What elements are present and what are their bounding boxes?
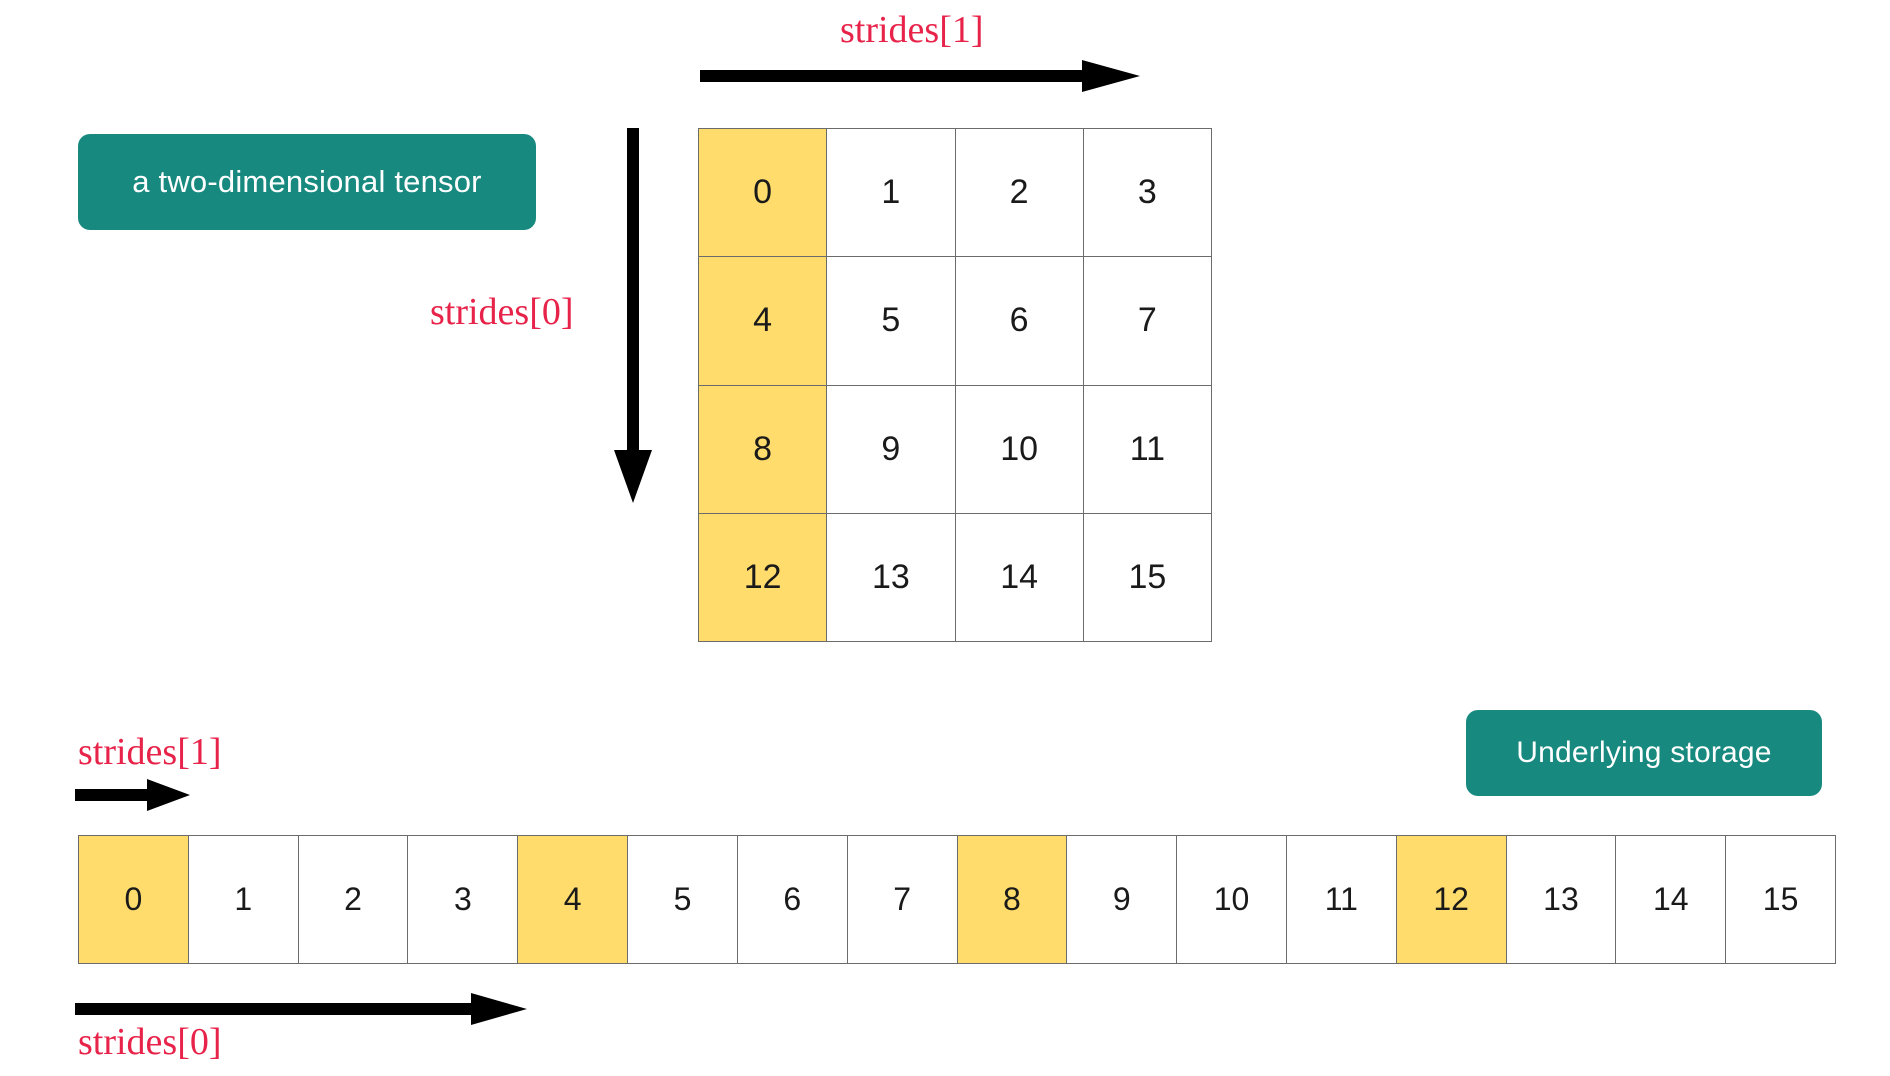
storage-cell-11: 11 [1286, 836, 1396, 963]
strides1-top-label: strides[1] [840, 9, 984, 51]
grid-cell-r2-c1: 9 [827, 385, 955, 513]
grid-cell-r0-c1: 1 [827, 129, 955, 257]
strides1-bottom-label: strides[1] [78, 731, 222, 773]
grid-cell-r3-c0: 12 [699, 513, 827, 641]
storage-cell-7: 7 [847, 836, 957, 963]
grid-cell-r1-c1: 5 [827, 257, 955, 385]
grid-cell-r1-c3: 7 [1083, 257, 1211, 385]
grid-cell-r2-c0: 8 [699, 385, 827, 513]
storage-label-badge: Underlying storage [1466, 710, 1822, 796]
grid-cell-r3-c3: 15 [1083, 513, 1211, 641]
storage-cell-0: 0 [79, 836, 188, 963]
storage-cell-12: 12 [1396, 836, 1506, 963]
storage-cell-15: 15 [1726, 836, 1835, 963]
storage-cell-4: 4 [518, 836, 628, 963]
grid-cell-r2-c3: 11 [1083, 385, 1211, 513]
grid-cell-r1-c2: 6 [955, 257, 1083, 385]
arrow-down-icon [614, 128, 652, 503]
grid-cell-r3-c2: 14 [955, 513, 1083, 641]
arrow-right-long-icon [75, 993, 527, 1025]
storage-cell-5: 5 [628, 836, 737, 963]
storage-cell-6: 6 [737, 836, 847, 963]
grid-cell-r1-c0: 4 [699, 257, 827, 385]
arrow-right-small-icon [75, 779, 190, 811]
grid-cell-r0-c2: 2 [955, 129, 1083, 257]
storage-cell-9: 9 [1067, 836, 1177, 963]
strides0-left-label: strides[0] [430, 291, 574, 333]
grid-cell-r0-c0: 0 [699, 129, 827, 257]
arrow-right-icon [700, 60, 1140, 92]
storage-cell-3: 3 [408, 836, 518, 963]
storage-cell-1: 1 [188, 836, 298, 963]
storage-cell-10: 10 [1177, 836, 1286, 963]
storage-cell-2: 2 [298, 836, 408, 963]
tensor-label-badge: a two-dimensional tensor [78, 134, 536, 230]
storage-cell-8: 8 [957, 836, 1067, 963]
grid-cell-r2-c2: 10 [955, 385, 1083, 513]
storage-cell-13: 13 [1506, 836, 1616, 963]
strides0-bottom-label: strides[0] [78, 1021, 222, 1063]
grid-cell-r3-c1: 13 [827, 513, 955, 641]
grid-cell-r0-c3: 3 [1083, 129, 1211, 257]
storage-cell-14: 14 [1616, 836, 1726, 963]
